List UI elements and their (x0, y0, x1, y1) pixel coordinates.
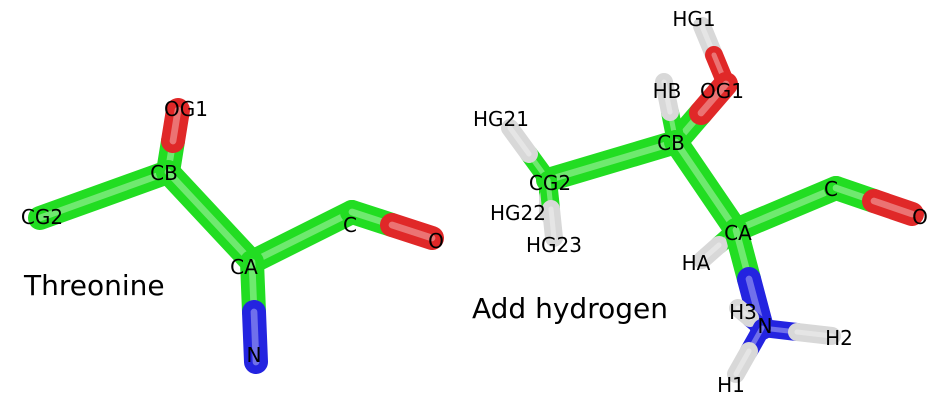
atom-label-cb: CB (150, 161, 178, 185)
bond-c-o-left-b (380, 213, 444, 250)
atom-label-og1: OG1 (700, 79, 744, 103)
bond-ca-c-left (240, 200, 364, 274)
atom-label-n: N (247, 343, 262, 367)
atom-label-hg21: HG21 (473, 107, 529, 131)
bond-cg2-cb-left (28, 160, 180, 230)
bond-cb-og1-right-b (689, 72, 738, 125)
atom-label-h3: H3 (729, 300, 757, 324)
atom-label-hg23: HG23 (526, 233, 582, 257)
bond-ca-ha-right-b (693, 236, 728, 269)
bond-ca-c-right (724, 176, 848, 242)
bond-cb-ca-left (156, 160, 264, 274)
bond-cg2-hg21-right-b (501, 119, 538, 163)
bond-n-h3-right-b (729, 299, 759, 327)
bond-n-h1-right-b (727, 342, 758, 383)
atom-label-og1: OG1 (164, 97, 208, 121)
bond-cb-hb-right-b (655, 73, 679, 121)
bond-cg2-cb-right (536, 130, 688, 192)
atom-label-h2: H2 (825, 326, 853, 350)
hydrogenated-threonine-structure: HG1 HB OG1 HG21 CB C CG2 HG22 O HG23 CA … (472, 7, 928, 397)
atom-label-h1: H1 (717, 373, 745, 397)
bonds-layer (28, 17, 924, 383)
atom-label-hb: HB (653, 79, 682, 103)
threonine-structure: OG1 CB CG2 C O CA N Threonine (21, 97, 444, 367)
atom-label-cg2: CG2 (21, 205, 63, 229)
add-hydrogen-caption: Add hydrogen (472, 292, 668, 325)
threonine-caption: Threonine (23, 269, 165, 302)
bond-n-h2-right-b (788, 323, 841, 345)
bond-cb-og1-left-b (161, 98, 190, 153)
atom-label-c: C (343, 213, 357, 237)
atom-label-n: N (758, 314, 773, 338)
atom-label-ca: CA (724, 221, 752, 245)
atom-label-c: C (824, 177, 838, 201)
atom-label-cb: CB (657, 131, 685, 155)
bond-ca-n-left-b (242, 300, 268, 374)
bond-cb-ca-right (664, 130, 748, 242)
atom-label-cg2: CG2 (529, 171, 571, 195)
atom-label-o: O (428, 229, 444, 253)
bond-c-o-right-b (862, 189, 924, 226)
bond-cg2-hg23-right-b (542, 200, 563, 247)
atom-label-o: O (912, 205, 928, 229)
atom-label-ha: HA (682, 251, 711, 275)
atom-label-hg22: HG22 (490, 201, 546, 225)
atom-label-hg1: HG1 (672, 7, 715, 31)
atom-label-ca: CA (230, 255, 258, 279)
